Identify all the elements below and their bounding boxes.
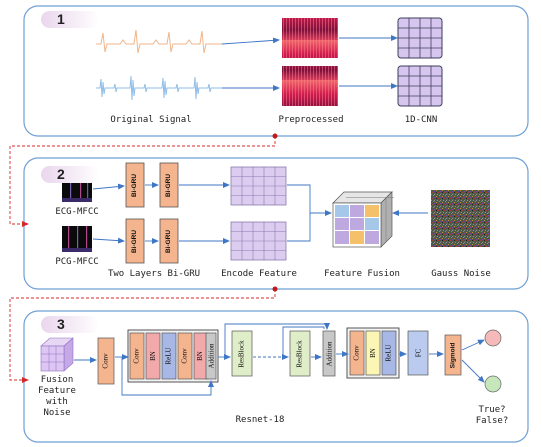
bn-label-r2: BN [195,351,204,361]
encode-feature-grid-ecg [230,166,287,206]
bigru-block-pcg-1 [125,218,145,264]
preprocessed-label: Preprocessed [278,115,344,125]
feature-fusion-label: Feature Fusion [324,269,400,279]
panel-connector-1-2 [9,133,278,227]
output-false-node [484,375,502,393]
relu-label-head: ReLU [385,344,394,362]
conv-block-r1 [129,332,145,380]
bn-block-r1 [145,332,161,380]
conv-label-head: Conv [353,345,362,361]
relu-label-r1: ReLU [165,347,174,365]
output-label: True? False? [475,405,509,426]
output-true-node [484,329,502,347]
ecg-spectrogram [282,18,338,58]
bn-label-r1: BN [148,351,157,361]
gauss-noise-label: Gauss Noise [431,269,491,279]
conv-block-head [349,330,365,376]
cnn-label: 1D-CNN [404,115,438,125]
bn-block-head [365,330,381,376]
addition-label-r1: Addition [207,343,216,369]
cnn-feature-grid-top [397,17,443,59]
resblock-label-2: ResBlock [296,339,305,368]
panel2-arrows [92,182,428,244]
resblock-label-1: ResBlock [238,339,247,368]
bigru-block-ecg-1 [125,162,145,208]
panel-1-frame [23,5,529,137]
panel-3-number: 3 [41,316,99,333]
conv-block-r2 [177,332,193,380]
pcg-original-waveform [96,75,222,101]
panel1-arrows [221,35,398,91]
feature-fusion-cube [332,191,394,248]
addition-label-2: Addition [325,341,334,366]
encode-feature-label: Encode Feature [221,269,297,279]
bigru-label-pcg-1: Bi-GRU [131,229,139,253]
pcg-mfcc-image [62,226,92,252]
encode-feature-grid-pcg [230,221,287,261]
sigmoid-label: Sigmoid [449,342,457,368]
resblock-2 [289,330,311,377]
bigru-block-pcg-2 [159,218,179,264]
ecg-mfcc-label: ECG-MFCC [55,207,99,217]
two-layers-bigru-label: Two Layers Bi-GRU [107,269,201,279]
resnet-label: Resnet-18 [235,415,285,425]
addition-block-2 [322,330,336,377]
fc-label: FC [414,348,422,358]
conv-label-r1: Conv [133,348,142,364]
fc-block [407,330,429,376]
original-signal-label: Original Signal [110,115,192,125]
pcg-mfcc-label: PCG-MFCC [55,257,99,267]
bigru-label-pcg-2: Bi-GRU [165,229,173,253]
conv-block-stem [97,337,115,385]
bn-label-head: BN [368,348,377,358]
relu-block-head [381,330,397,376]
bigru-label-ecg-2: Bi-GRU [165,173,173,197]
panel-connector-2-3 [9,286,278,383]
sigmoid-block [444,334,462,376]
panel-1-number: 1 [41,11,99,28]
panel-2-number: 2 [41,166,99,183]
panel3-arrows [74,323,485,396]
bigru-block-ecg-2 [159,162,179,208]
fusion-input-label: Fusion Feature with Noise [38,375,76,418]
bigru-label-ecg-1: Bi-GRU [131,173,139,197]
gauss-noise-image [431,190,490,247]
cnn-feature-grid-bottom [397,65,443,107]
addition-block-r1 [205,332,217,380]
conv-label-stem: Conv [101,353,110,369]
pcg-spectrogram [282,66,338,106]
ecg-original-waveform [96,29,222,54]
resblock-1 [231,330,253,377]
conv-label-r2: Conv [181,348,190,364]
fusion-input-cube [40,337,74,372]
relu-block-r1 [161,332,177,380]
